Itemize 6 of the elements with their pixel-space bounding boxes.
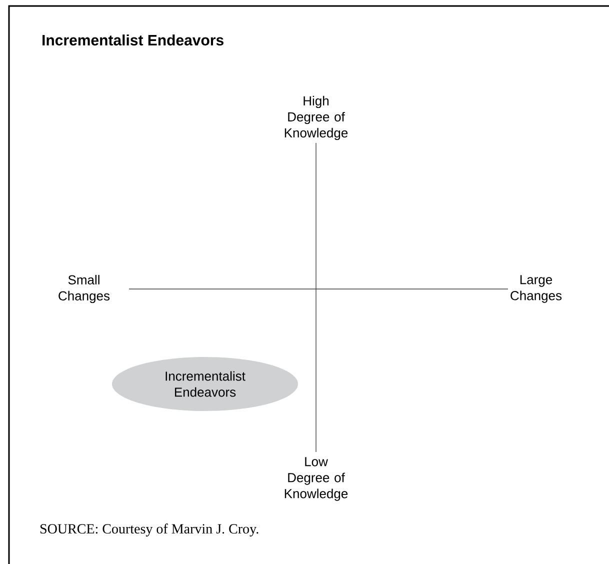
axis-label: Large Changes <box>510 275 562 303</box>
axis-label: Small Changes <box>58 274 110 304</box>
title: Incrementalist Endeavors <box>42 34 224 46</box>
source-note: SOURCE: Courtesy of Marvin J. Croy. <box>40 524 258 536</box>
axis-label: High Degree of Knowledge <box>284 96 348 140</box>
axis-label: Low Degree of Knowledge <box>284 457 348 501</box>
